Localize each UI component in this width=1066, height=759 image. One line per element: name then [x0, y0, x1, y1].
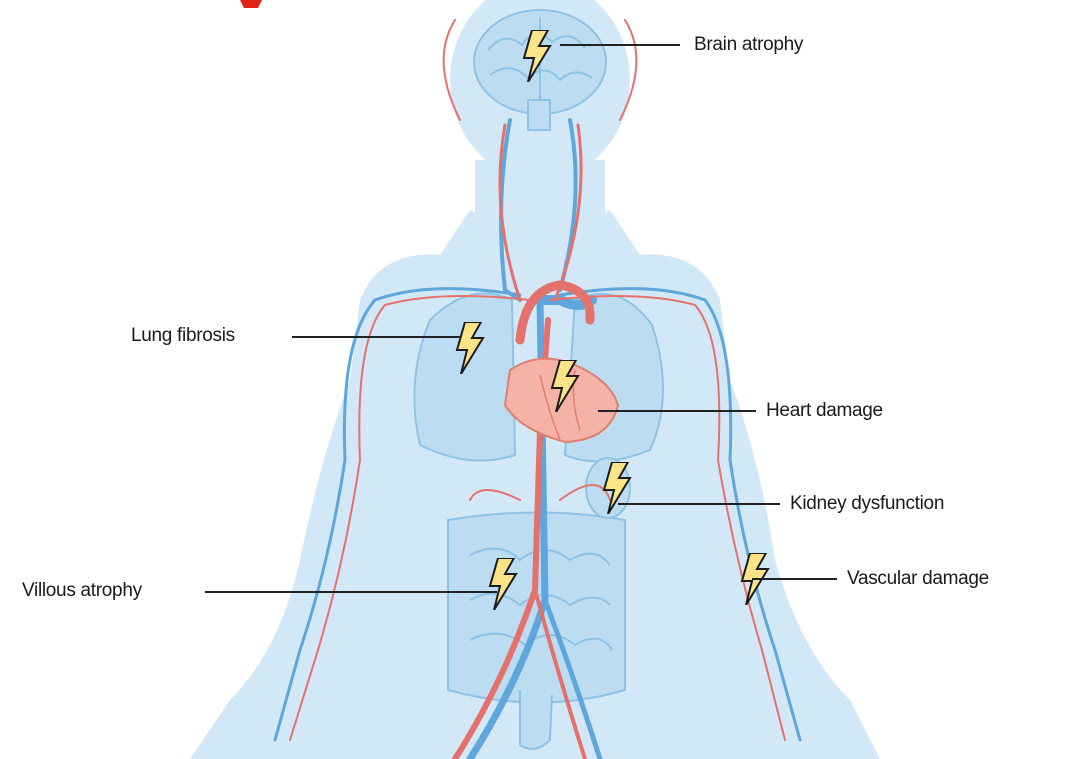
leader-line-heart — [598, 410, 756, 412]
label-vascular-damage: Vascular damage — [847, 569, 989, 588]
leader-line-villous — [205, 591, 497, 593]
lightning-bolt-icon — [550, 360, 580, 412]
leader-line-vascular — [752, 578, 837, 580]
lightning-bolt-icon — [522, 30, 552, 82]
lightning-bolt-icon — [488, 558, 518, 610]
lightning-bolt-icon — [455, 322, 485, 374]
label-kidney-dysfunction: Kidney dysfunction — [790, 494, 944, 513]
leader-line-brain — [560, 44, 680, 46]
label-brain-atrophy: Brain atrophy — [694, 35, 803, 54]
cropped-red-text-fragment — [240, 0, 262, 8]
label-villous-atrophy: Villous atrophy — [22, 581, 142, 600]
lightning-bolt-icon — [602, 462, 632, 514]
leader-line-lung — [292, 336, 460, 338]
label-lung-fibrosis: Lung fibrosis — [131, 326, 235, 345]
leader-line-kidney — [618, 503, 780, 505]
label-heart-damage: Heart damage — [766, 401, 883, 420]
